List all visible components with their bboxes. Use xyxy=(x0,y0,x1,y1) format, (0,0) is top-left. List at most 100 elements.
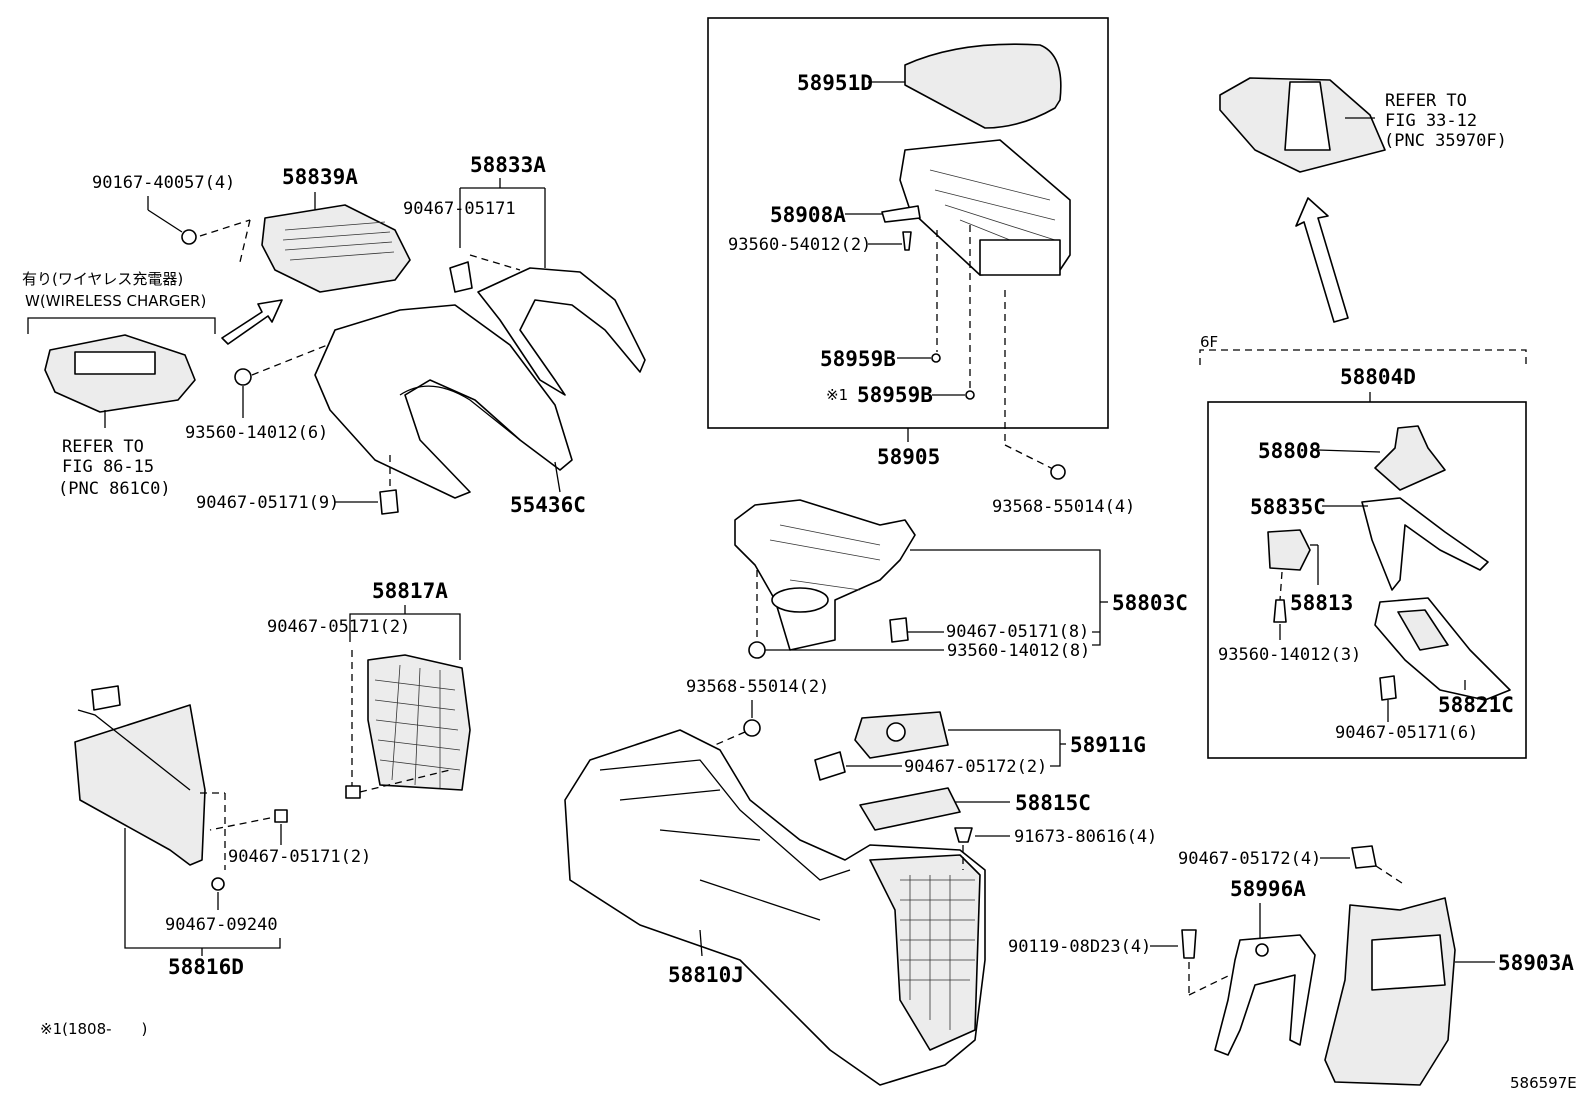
upper-right-group: REFER TO FIG 33-12 (PNC 35970F) 6F 58804… xyxy=(1199,77,1527,759)
label-90467-05172-2: 90467-05172(2) xyxy=(904,757,1047,777)
label-58905: 58905 xyxy=(877,445,940,469)
mat-58815C-part xyxy=(859,787,961,831)
assembly-58804D-box xyxy=(1207,401,1527,759)
clip-58959B-a xyxy=(931,353,941,363)
armrest-assembly-group: 58951D 58908A 93560-54012(2) 58959B ※1 5… xyxy=(707,17,1135,517)
label-58816D: 58816D xyxy=(168,955,244,979)
bracket-58996A-part xyxy=(1214,934,1316,1056)
refer-33-line3: (PNC 35970F) xyxy=(1384,131,1507,151)
label-58817A: 58817A xyxy=(372,579,448,603)
clip-90467-05171-8 xyxy=(889,617,909,643)
clip-90467-05171-2a xyxy=(345,785,361,799)
clip-90467-05171-6 xyxy=(1379,675,1397,701)
label-58951D: 58951D xyxy=(797,71,873,95)
panel-58817A-part xyxy=(367,654,471,791)
label-90467-05171-9: 90467-05171(9) xyxy=(196,493,339,513)
label-58959B-b: 58959B xyxy=(857,383,933,407)
refer-86-line3: (PNC 861C0) xyxy=(58,479,171,499)
note-mark: ※1 xyxy=(826,386,848,404)
label-58810J: 58810J xyxy=(668,963,744,987)
label-90467-05171-8: 90467-05171(8) xyxy=(946,622,1089,642)
label-58808: 58808 xyxy=(1258,439,1321,463)
clip-90467-05171-2b xyxy=(274,809,288,823)
label-58815C: 58815C xyxy=(1015,791,1091,815)
label-90467-05171: 90467-05171 xyxy=(403,199,516,219)
arrow-refer-33 xyxy=(1295,197,1349,323)
label-58908A: 58908A xyxy=(770,203,846,227)
wireless-label-en: W(WIRELESS CHARGER) xyxy=(25,292,206,310)
clip-58959B-b xyxy=(965,390,975,400)
label-93560-14012-6: 93560-14012(6) xyxy=(185,423,328,443)
label-58813: 58813 xyxy=(1290,591,1353,615)
label-58903A: 58903A xyxy=(1498,951,1574,975)
drawing-id: 586597E xyxy=(1510,1074,1577,1092)
label-58959B-a: 58959B xyxy=(820,347,896,371)
side-panel-58816D-part xyxy=(74,704,206,866)
label-91673-80616: 91673-80616(4) xyxy=(1014,827,1157,847)
label-90119-08D23: 90119-08D23(4) xyxy=(1008,937,1151,957)
footnote-note1: ※1(1808- ) xyxy=(40,1020,147,1038)
upper-left-group: 90167-40057(4) 58839A 58833A 90467-05171… xyxy=(22,153,646,517)
label-93560-14012-8: 93560-14012(8) xyxy=(947,641,1090,661)
label-58996A: 58996A xyxy=(1230,877,1306,901)
label-90467-05171-2a: 90467-05171(2) xyxy=(267,617,410,637)
refer-86-line2: FIG 86-15 xyxy=(62,457,154,477)
screw-93560-14012-3 xyxy=(1273,599,1287,623)
arrow-upgrade xyxy=(221,299,283,345)
label-58821C: 58821C xyxy=(1438,693,1514,717)
bracket-58908A-part xyxy=(881,205,921,223)
rear-panel-58903A-part xyxy=(1324,897,1456,1086)
rear-panel-vent xyxy=(1371,934,1446,991)
refer-86-line1: REFER TO xyxy=(62,437,144,457)
label-93560-14012-3: 93560-14012(3) xyxy=(1218,645,1361,665)
lower-center-group: 93568-55014(2) 58810J 90467-05172(2) 589… xyxy=(564,677,1157,1086)
clip-90467-05171 xyxy=(449,261,473,293)
cupholder-58803C-part xyxy=(734,499,916,651)
label-58833A: 58833A xyxy=(470,153,546,177)
armrest-lid-part xyxy=(904,43,1062,129)
tray-58839A-part xyxy=(261,204,411,293)
nut-90467-09240 xyxy=(211,877,225,891)
label-58911G: 58911G xyxy=(1070,733,1146,757)
middle-group: 93560-14012(8) 90467-05171(8) 58803C 588… xyxy=(267,499,1188,799)
trim-58835C-part xyxy=(1361,497,1489,591)
refer-33-line2: FIG 33-12 xyxy=(1385,111,1477,131)
label-90467-05171-2b: 90467-05171(2) xyxy=(228,847,371,867)
label-55436C: 55436C xyxy=(510,493,586,517)
screw-90167-40057 xyxy=(181,229,197,245)
wireless-label-jp: 有り(ワイヤレス充電器) xyxy=(22,270,183,288)
bolt-93568-55014-2 xyxy=(743,719,761,737)
clip-90467-05172-4 xyxy=(1351,845,1377,869)
lower-left-group: 90467-05171(2) 90467-09240 58816D xyxy=(74,685,371,979)
bolt-93568-55014-4 xyxy=(1050,464,1066,480)
variant-label-6F: 6F xyxy=(1200,333,1218,351)
label-93568-55014-4: 93568-55014(4) xyxy=(992,497,1135,517)
clip-90467-05171-9 xyxy=(379,489,399,515)
label-90167-40057: 90167-40057(4) xyxy=(92,173,235,193)
screw-93560-14012-8 xyxy=(748,641,766,659)
side-panel-58833A-part xyxy=(477,267,646,396)
console-box-tray xyxy=(979,239,1061,276)
refer-33-line1: REFER TO xyxy=(1385,91,1467,111)
lower-right-group: 90467-05172(4) 58996A 90119-08D23(4) 589… xyxy=(1008,845,1574,1086)
upper-panel-55436C-part xyxy=(314,304,573,499)
label-58804D: 58804D xyxy=(1340,365,1416,389)
label-93560-54012: 93560-54012(2) xyxy=(728,235,871,255)
bolt-90119-08D23 xyxy=(1181,929,1197,959)
label-58803C: 58803C xyxy=(1112,591,1188,615)
screw-93560-54012 xyxy=(902,231,912,251)
screw-91673-80616 xyxy=(954,827,973,843)
boot-58808-part xyxy=(1374,425,1446,491)
console-body-58810J-part xyxy=(564,729,986,1086)
label-90467-09240: 90467-09240 xyxy=(165,915,278,935)
wireless-charger-pad xyxy=(74,351,156,375)
screw-93560-14012-6 xyxy=(234,368,252,386)
label-58835C: 58835C xyxy=(1250,495,1326,519)
label-90467-05172-4: 90467-05172(4) xyxy=(1178,849,1321,869)
clip-90467-05172-2 xyxy=(814,751,846,781)
label-58839A: 58839A xyxy=(282,165,358,189)
switch-58813-part xyxy=(1267,529,1311,571)
label-93568-55014-2: 93568-55014(2) xyxy=(686,677,829,697)
label-90467-05171-6: 90467-05171(6) xyxy=(1335,723,1478,743)
